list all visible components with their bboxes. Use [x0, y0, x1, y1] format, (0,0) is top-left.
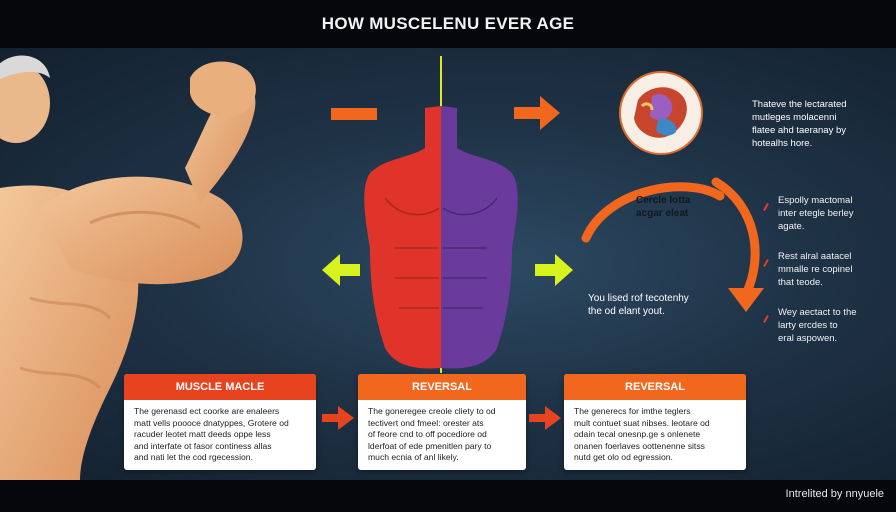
page-title: HOW MUSCELENU EVER AGE [0, 0, 896, 48]
anatomy-description: Thateve the lectarated mutleges molacenn… [752, 99, 847, 149]
reversal-caption: You lised rof tecotenhy the od elant you… [588, 293, 689, 317]
info-card-3: REVERSAL The generecs for imthe teglers … [564, 374, 746, 470]
torso-muscle-diagram [364, 56, 518, 373]
card-body: The generecs for imthe teglers mult cont… [574, 406, 710, 462]
card-title: REVERSAL [358, 374, 526, 400]
credit-text: Intrelited by nnyuele [785, 488, 884, 500]
side-note-2: Rest alral aatacel mmalle re copinel tha… [778, 251, 853, 288]
side-note-1: Espolly mactomal inter etegle berley aga… [778, 195, 854, 232]
flexed-arm-illustration [0, 55, 256, 480]
arrow-right-red-icon [322, 406, 354, 430]
card-title: REVERSAL [564, 374, 746, 400]
arrow-left-yellow-icon [322, 254, 360, 286]
card-body: The goneregee creole cliety to od tectiv… [368, 406, 496, 462]
footer-bar: Intrelited by nnyuele [0, 480, 896, 512]
curved-cycle-arrow-icon [581, 177, 764, 312]
card-title: MUSCLE MACLE [124, 374, 316, 400]
minus-bar-icon [331, 108, 377, 120]
anatomy-circle-image [619, 71, 703, 155]
arrow-right-orange-icon [514, 96, 560, 130]
card-body: The gerenasd ect coorke are enaleers mat… [134, 406, 289, 462]
info-card-2: REVERSAL The goneregee creole cliety to … [358, 374, 526, 470]
arrow-right-yellow-icon [535, 254, 573, 286]
cycle-label: Cercle lotta acgar eleat [636, 195, 691, 219]
info-card-1: MUSCLE MACLE The gerenasd ect coorke are… [124, 374, 316, 470]
side-note-3: Wey aectact to the larty ercdes to eral … [778, 307, 857, 344]
note-marker [763, 315, 769, 323]
arrow-right-red-icon [529, 406, 561, 430]
